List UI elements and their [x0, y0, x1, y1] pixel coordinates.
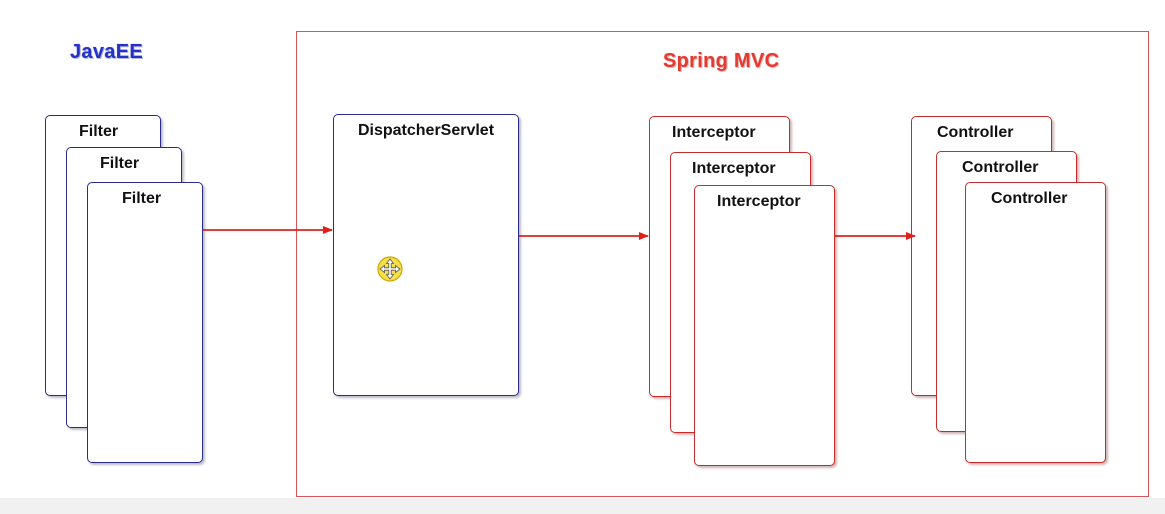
- filter-card-3[interactable]: Filter: [87, 182, 203, 463]
- bottom-strip: [0, 498, 1165, 514]
- interceptor-card-3[interactable]: Interceptor: [694, 185, 835, 466]
- javaee-heading: JavaEE: [70, 41, 143, 63]
- interceptor-label: Interceptor: [692, 160, 776, 177]
- interceptor-label: Interceptor: [717, 193, 801, 210]
- move-cursor-icon: [377, 256, 403, 282]
- dispatcher-servlet-label: DispatcherServlet: [357, 122, 495, 139]
- interceptor-label: Interceptor: [672, 124, 756, 141]
- controller-label: Controller: [991, 190, 1068, 207]
- filter-label: Filter: [100, 155, 140, 172]
- spring-mvc-frame: [296, 31, 1149, 497]
- controller-card-3[interactable]: Controller: [965, 182, 1106, 463]
- dispatcher-servlet-card[interactable]: DispatcherServlet: [333, 114, 519, 396]
- spring-mvc-heading: Spring MVC: [663, 50, 780, 72]
- controller-label: Controller: [937, 124, 1014, 141]
- filter-label: Filter: [122, 190, 162, 207]
- controller-label: Controller: [962, 159, 1039, 176]
- filter-label: Filter: [79, 123, 119, 140]
